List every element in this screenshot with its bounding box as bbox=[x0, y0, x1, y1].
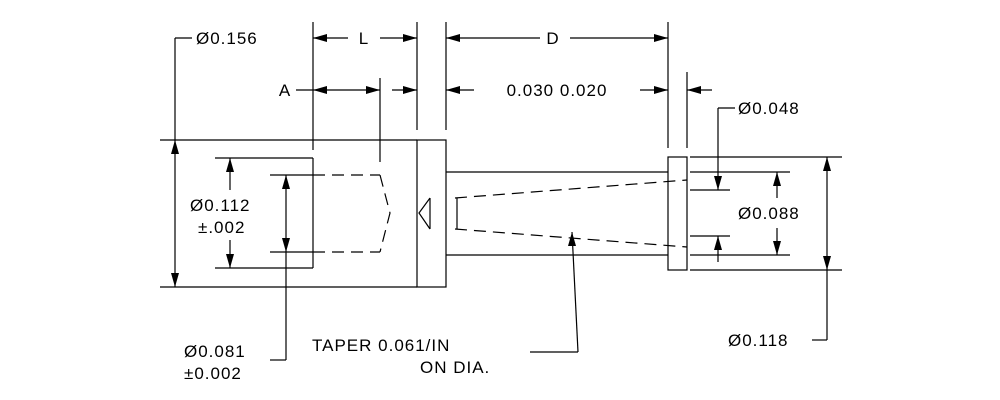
label-dia-0088: Ø0.088 bbox=[738, 204, 800, 223]
arrowhead bbox=[403, 86, 417, 94]
arrowhead bbox=[446, 34, 460, 42]
label-taper-line1: TAPER 0.061/IN bbox=[312, 336, 450, 355]
taper-hidden-top bbox=[454, 179, 688, 199]
arrowhead bbox=[282, 175, 290, 189]
arrowhead bbox=[714, 176, 722, 190]
arrowhead bbox=[654, 34, 668, 42]
arrowhead bbox=[823, 256, 831, 270]
label-030-020: 0.030 0.020 bbox=[507, 81, 608, 100]
arrowhead bbox=[226, 254, 234, 268]
drill-point-hidden bbox=[379, 174, 391, 253]
hidden-lines bbox=[313, 174, 688, 253]
arrowhead bbox=[313, 86, 327, 94]
label-D: D bbox=[546, 29, 559, 48]
arrowhead bbox=[282, 238, 290, 252]
part-outline bbox=[160, 139, 688, 288]
arrowhead bbox=[403, 34, 417, 42]
flange bbox=[416, 139, 447, 288]
label-L: L bbox=[359, 29, 369, 48]
label-dia-0156: Ø0.156 bbox=[196, 29, 258, 48]
arrowhead bbox=[226, 158, 234, 172]
arrowhead bbox=[313, 34, 327, 42]
label-A: A bbox=[279, 81, 291, 100]
label-dia-0081: Ø0.081 bbox=[184, 342, 246, 361]
arrowhead bbox=[773, 172, 781, 186]
label-tol-0002: ±0.002 bbox=[184, 364, 242, 383]
countersink-symbol bbox=[418, 197, 431, 230]
arrowhead bbox=[654, 86, 668, 94]
label-tol-002: ±.002 bbox=[198, 218, 245, 237]
right-dimensions: Ø0.048 Ø0.088 Ø0.118 bbox=[690, 99, 842, 350]
arrowhead bbox=[446, 86, 460, 94]
arrowhead bbox=[823, 157, 831, 171]
arrowhead bbox=[687, 86, 701, 94]
taper-leader-line bbox=[571, 231, 579, 353]
arrowhead bbox=[366, 86, 380, 94]
taper-callout: TAPER 0.061/IN ON DIA. bbox=[312, 231, 579, 377]
arrowhead bbox=[171, 140, 179, 154]
tip-collar bbox=[667, 156, 688, 271]
label-dia-0048: Ø0.048 bbox=[738, 99, 800, 118]
arrowhead bbox=[171, 273, 179, 287]
arrowhead bbox=[714, 236, 722, 250]
arrowhead bbox=[773, 241, 781, 255]
label-dia-0118: Ø0.118 bbox=[728, 331, 789, 350]
top-dimensions: L D A 0.030 0.020 bbox=[279, 22, 712, 162]
left-dimensions: Ø0.156 Ø0.112 ±.002 Ø0.081 ±0.002 bbox=[171, 29, 313, 383]
arrowhead bbox=[568, 232, 576, 246]
label-taper-line2: ON DIA. bbox=[420, 358, 490, 377]
label-dia-0112: Ø0.112 bbox=[190, 196, 251, 215]
